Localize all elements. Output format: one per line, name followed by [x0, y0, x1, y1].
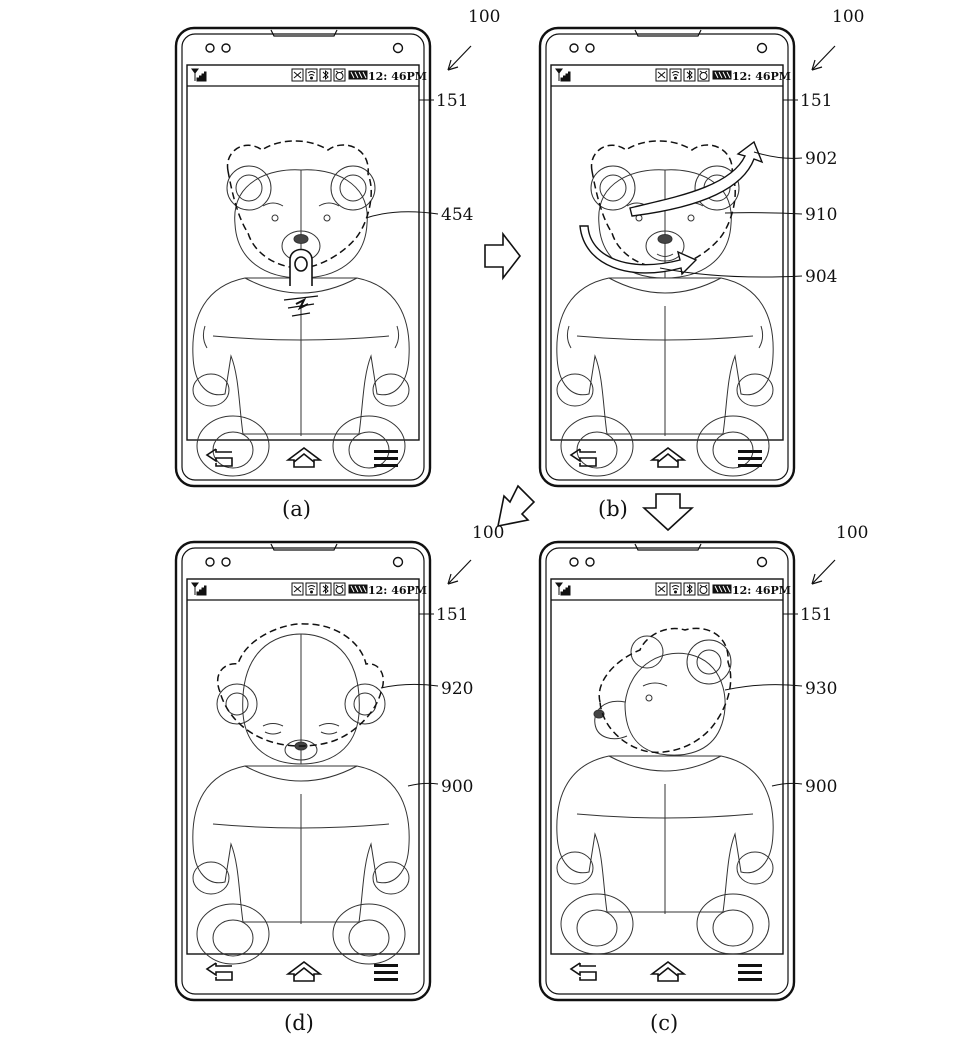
panel-label-d: (d) — [284, 1011, 314, 1035]
rotate-arrow-902 — [629, 140, 764, 217]
panel-label-c: (c) — [650, 1011, 678, 1035]
status-time: 12: 46PM — [368, 584, 427, 597]
status-time: 12: 46PM — [732, 584, 791, 597]
panel-c: 12: 46PM — [538, 540, 836, 1002]
panel-d: 12: 46PM — [174, 540, 472, 1002]
ref-device-b: 100 — [832, 7, 864, 27]
ref-910: 910 — [805, 205, 837, 225]
right-arrow-icon — [484, 231, 522, 281]
panel-a: 12: 46PM — [174, 26, 472, 488]
ref-920: 920 — [441, 679, 473, 699]
ref-454: 454 — [441, 205, 473, 225]
ref-screen-d: 151 — [436, 605, 468, 625]
ref-900-c: 900 — [805, 777, 837, 797]
rotate-arrow-904 — [579, 225, 698, 276]
status-time: 12: 46PM — [732, 70, 791, 83]
ref-screen-c: 151 — [800, 605, 832, 625]
down-arrow-icon — [641, 493, 695, 532]
selection-outline-920 — [217, 623, 385, 747]
ref-device-d: 100 — [472, 523, 504, 543]
ref-904: 904 — [805, 267, 837, 287]
selection-outline-930 — [598, 627, 732, 754]
ref-screen-b: 151 — [800, 91, 832, 111]
down-left-arrow-icon — [496, 484, 536, 528]
ref-screen-a: 151 — [436, 91, 468, 111]
selection-outline-910 — [590, 140, 736, 269]
ref-device-c: 100 — [836, 523, 868, 543]
ref-900-d: 900 — [441, 777, 473, 797]
ref-930: 930 — [805, 679, 837, 699]
selection-outline-454 — [226, 140, 372, 269]
panel-label-b: (b) — [598, 497, 628, 521]
ref-device-a: 100 — [468, 7, 500, 27]
panel-b: 12: 46PM — [538, 26, 836, 488]
ref-902: 902 — [805, 149, 837, 169]
status-time: 12: 46PM — [368, 70, 427, 83]
finger-touch-icon — [283, 248, 319, 317]
panel-label-a: (a) — [282, 497, 311, 521]
